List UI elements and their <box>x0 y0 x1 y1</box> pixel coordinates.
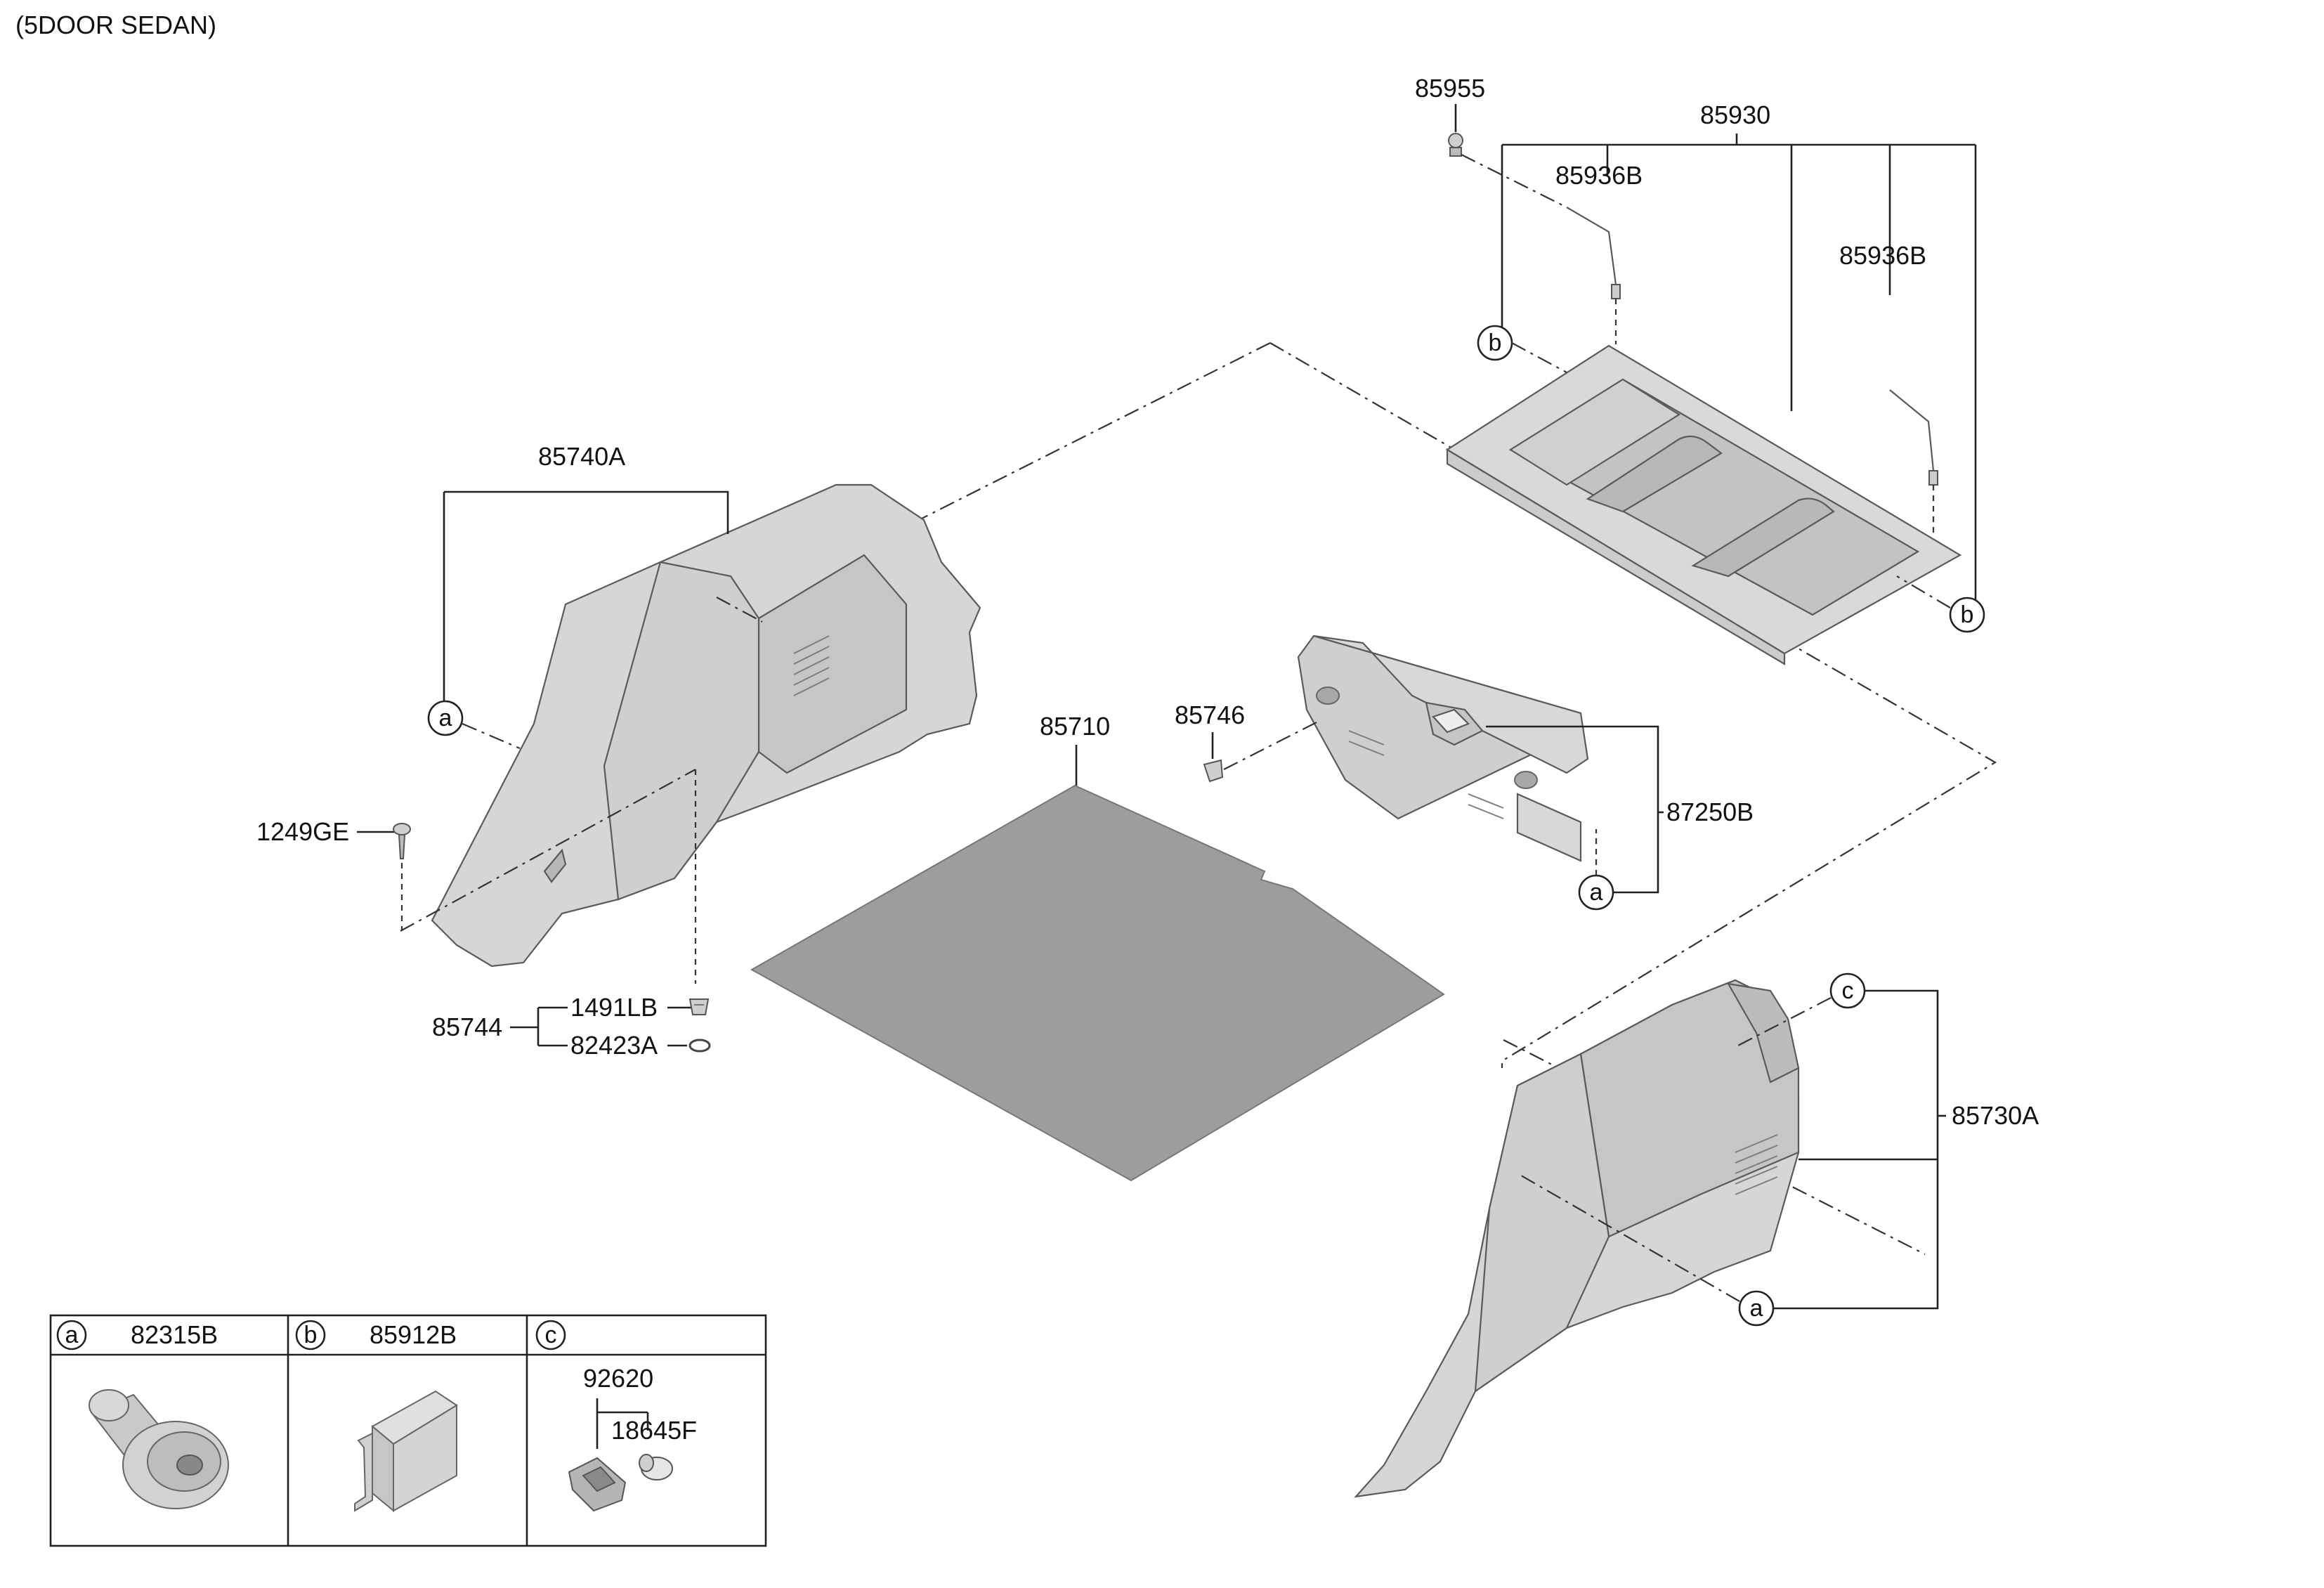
legend-part-85912B: 85912B <box>370 1320 457 1349</box>
clip-85955 <box>1448 133 1463 157</box>
callout-a-right-trim: a <box>1738 1290 1775 1327</box>
bracket-85912B-illustration <box>354 1390 458 1513</box>
svg-text:c: c <box>545 1322 557 1348</box>
label-85744: 85744 <box>432 1013 502 1041</box>
legend-part-92620: 92620 <box>583 1364 653 1393</box>
right-side-trim <box>1354 979 1800 1498</box>
callout-b-top: b <box>1477 325 1513 361</box>
label-85740A: 85740A <box>538 442 625 471</box>
clip-1491LB <box>688 998 710 1015</box>
svg-text:b: b <box>1489 330 1502 356</box>
label-85746: 85746 <box>1175 701 1245 729</box>
label-85730A: 85730A <box>1952 1101 2039 1130</box>
callout-a-sill: a <box>1578 874 1614 911</box>
diagram-variant-title: (5DOOR SEDAN) <box>15 11 216 39</box>
right-trim-grille <box>1735 1134 1778 1195</box>
legend-callout-b: b <box>295 1320 326 1351</box>
svg-text:b: b <box>304 1322 318 1348</box>
svg-text:a: a <box>1590 879 1603 906</box>
left-side-trim <box>431 483 981 968</box>
svg-text:c: c <box>1842 977 1854 1004</box>
package-tray <box>1445 344 1962 665</box>
callout-c-right-trim: c <box>1829 972 1866 1009</box>
legend-part-18645F: 18645F <box>611 1416 697 1445</box>
luggage-mat <box>750 784 1445 1182</box>
svg-text:b: b <box>1961 601 1974 628</box>
screw-1249GE <box>393 823 411 859</box>
label-87250B: 87250B <box>1666 798 1754 826</box>
label-85936B-left: 85936B <box>1555 161 1643 190</box>
legend-callout-a: a <box>56 1320 87 1351</box>
label-85930: 85930 <box>1700 100 1770 129</box>
lamp-92620-illustration <box>568 1457 627 1512</box>
left-trim-grille <box>793 635 830 696</box>
sill-trim <box>1297 634 1589 862</box>
callout-a-left-trim: a <box>427 700 464 736</box>
ring-82423A <box>688 1039 711 1053</box>
svg-text:a: a <box>1750 1295 1763 1322</box>
label-85936B-right: 85936B <box>1839 241 1926 270</box>
bulb-18645F-illustration <box>639 1454 673 1480</box>
svg-text:a: a <box>65 1322 79 1348</box>
clip-85746 <box>1203 759 1224 783</box>
label-85710: 85710 <box>1040 712 1110 741</box>
sill-trim-grille <box>1348 730 1504 819</box>
clip-82315B-illustration <box>89 1389 229 1509</box>
legend-part-82315B: 82315B <box>131 1320 218 1349</box>
legend-callout-c: c <box>535 1320 566 1351</box>
label-1249GE: 1249GE <box>256 817 349 846</box>
label-1491LB: 1491LB <box>570 993 658 1022</box>
label-82423A: 82423A <box>570 1031 658 1060</box>
callout-b-bottom: b <box>1949 597 1985 633</box>
label-85955: 85955 <box>1415 74 1485 103</box>
legend-table <box>49 1314 767 1547</box>
svg-text:a: a <box>439 705 452 731</box>
